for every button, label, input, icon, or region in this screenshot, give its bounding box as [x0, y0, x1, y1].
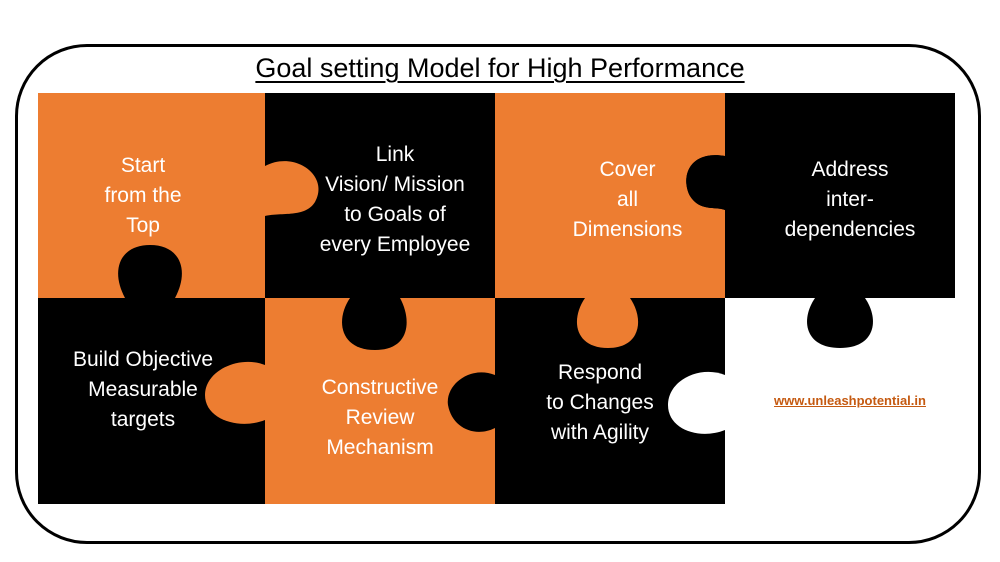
label-line: Top — [126, 214, 160, 237]
puzzle-piece-link-vision — [265, 93, 495, 298]
label-line: inter- — [826, 188, 874, 211]
label-line: dependencies — [784, 218, 916, 241]
label-respond-to-changes: Respond to Changes with Agility — [485, 358, 715, 448]
label-line: Cover — [599, 158, 656, 181]
label-line: targets — [110, 408, 176, 431]
puzzle-knob-address — [807, 298, 873, 348]
label-line: Mechanism — [326, 436, 434, 459]
label-line: Review — [345, 406, 415, 429]
label-line: Address — [811, 158, 889, 181]
label-line: with Agility — [550, 421, 650, 444]
label-line: Build Objective — [72, 348, 214, 371]
label-line: Constructive — [321, 376, 439, 399]
puzzle-piece-address-interdependencies — [686, 93, 955, 298]
label-line: Link — [375, 143, 415, 166]
label-line: every Employee — [319, 233, 471, 256]
website-link[interactable]: www.unleashpotential.in — [774, 393, 926, 408]
puzzle-piece-respond-to-changes — [495, 298, 725, 504]
diagram-title: Goal setting Model for High Performance — [255, 53, 745, 83]
label-line: Respond — [557, 361, 643, 384]
label-line: from the — [104, 184, 182, 207]
label-line: to Changes — [546, 391, 654, 414]
label-line: Dimensions — [572, 218, 683, 241]
label-line: Measurable — [88, 378, 198, 401]
label-line: Start — [120, 154, 166, 177]
label-line: Vision/ Mission — [325, 173, 465, 196]
label-address-interdependencies: Address inter-dependencies — [735, 155, 965, 245]
puzzle-piece-constructive-review — [205, 298, 495, 504]
label-line: all — [616, 188, 638, 211]
label-line: to Goals of — [344, 203, 446, 226]
